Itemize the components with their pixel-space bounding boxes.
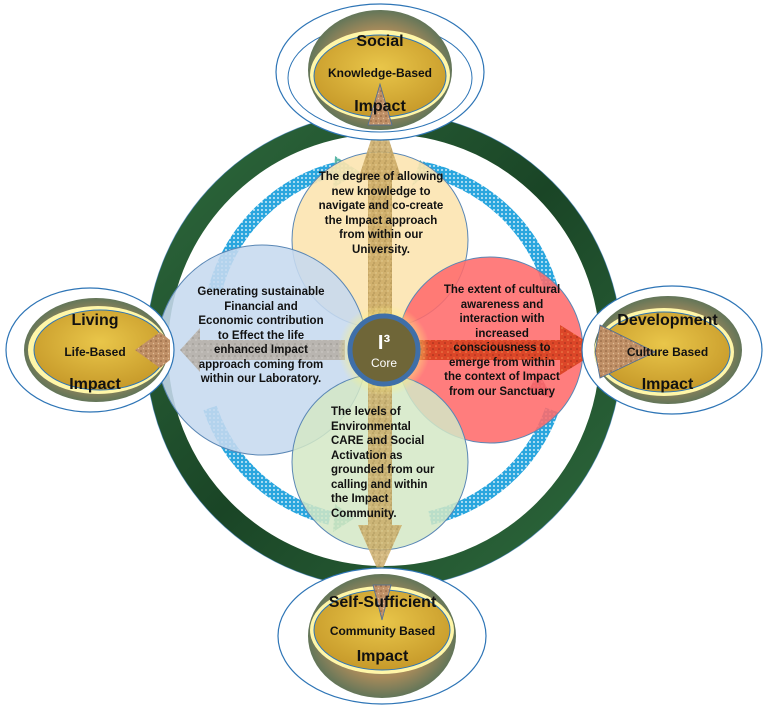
node-bottom-title: Self-Sufficient (328, 594, 437, 611)
node-right-footer: Impact (641, 376, 694, 393)
node-right-shape (581, 285, 763, 415)
node-right-title: Development (617, 312, 718, 329)
core-title: I³ (377, 332, 391, 354)
node-bottom-shape (277, 567, 487, 705)
node-bottom-footer: Impact (356, 648, 409, 665)
core-circle (347, 313, 421, 387)
node-left-footer: Impact (69, 376, 121, 393)
petal-left-text: Generating sustainable Financial and Eco… (197, 286, 325, 385)
node-top-footer: Impact (354, 98, 406, 115)
node-left-shape (5, 287, 175, 413)
node-bottom-subtitle: Community Based (329, 624, 436, 638)
petal-bottom-text: The levels of Environmental CARE and Soc… (331, 406, 435, 520)
core-arrows (180, 112, 600, 575)
core-subtitle: Core (370, 356, 397, 370)
node-left-subtitle: Life-Based (64, 345, 126, 359)
node-top-title: Social (356, 33, 404, 50)
node-top-subtitle: Knowledge-Based (327, 66, 432, 80)
petal-right-text: The extent of cultural awareness and int… (443, 284, 561, 398)
node-top-shape (275, 3, 485, 141)
node-left-title: Living (71, 312, 119, 329)
arrow-top-right (418, 161, 559, 294)
petal-top-text: The degree of allowing new knowledge to … (318, 171, 444, 256)
node-right-subtitle: Culture Based (626, 345, 709, 359)
